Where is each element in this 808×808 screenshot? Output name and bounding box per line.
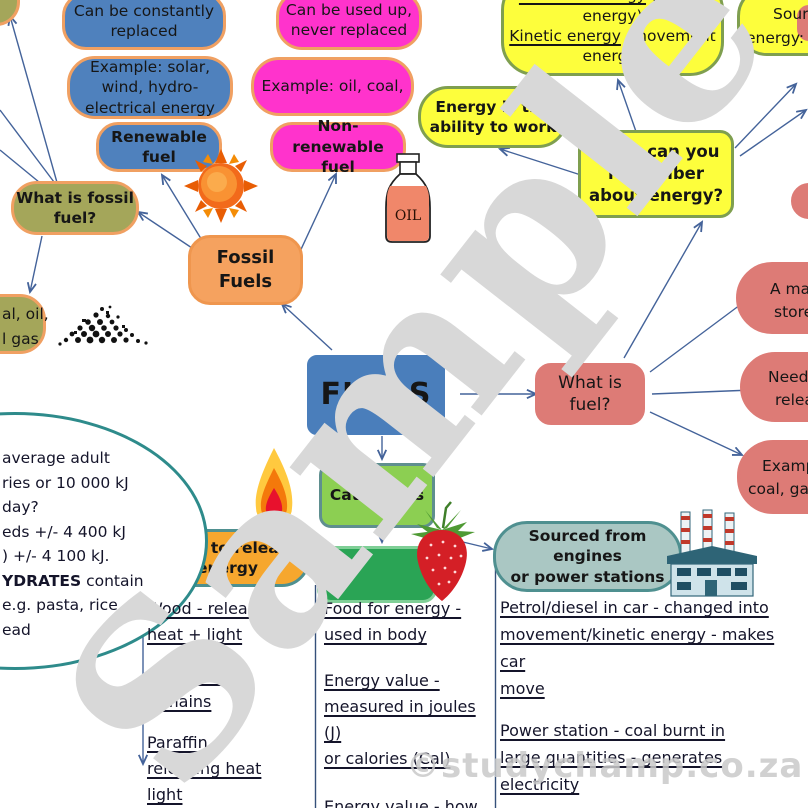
petrol-paragraph: Petrol/diesel in car - changed into move… — [500, 598, 775, 698]
node-fuels: FUELS — [307, 355, 445, 435]
oil-bottle-label: OIL — [395, 208, 421, 224]
node-example-coal-gas-fragment — [737, 440, 808, 514]
coal-oil-line2: l gas — [2, 330, 39, 348]
calorie-line7: e.g. pasta, rice, — [2, 596, 123, 614]
node-categories: Categories — [319, 463, 435, 528]
source-fragment-line1: Sourc — [773, 5, 808, 23]
potential-energy-rest: (stored — [646, 0, 706, 4]
energy-types-line2: energy) — [582, 6, 643, 25]
engine-column: Petrol/diesel in car - changed into move… — [500, 594, 790, 808]
power-station-icon — [667, 509, 757, 597]
sun-icon — [184, 149, 258, 223]
carbohydrates-term: YDRATES — [2, 571, 82, 590]
potential-energy-term: Potential Energy — [519, 0, 646, 4]
calorie-circle-text: average adult ries or 10 000 kJ day? eds… — [2, 446, 144, 642]
source-fragment-line2: energy: s — [746, 29, 808, 47]
strawberry-icon — [411, 501, 475, 601]
node-nonrenewable-example: Example: oil, coal, — [251, 57, 414, 116]
kinetic-energy-rest: (movement — [620, 27, 716, 45]
node-needs-fragment — [740, 352, 808, 422]
energy-value-worth-underlined: Energy value - how much energy that — [324, 797, 478, 808]
node-renewable-example: Example: solar, wind, hydro- electrical … — [67, 56, 233, 119]
node-fragment-top-right — [797, 5, 808, 41]
calorie-line6: YDRATES contain — [2, 569, 144, 594]
energy-types-line4: energy) — [582, 47, 643, 66]
node-what-is-fuel: What is fuel? — [535, 363, 645, 425]
node-energy-ability: Energy is the ability to work — [418, 86, 568, 148]
energy-value-worth-paragraph: Energy value - how much energy that food… — [324, 794, 494, 808]
calorie-line4: eds +/- 4 400 kJ — [2, 522, 126, 541]
energy-types-line3: Kinetic energy (movement — [504, 26, 721, 46]
wood-paragraph: Wood - releasing heat + light — [147, 599, 281, 644]
node-coal-oil-gas-fragment — [0, 294, 46, 354]
node-source-of-energy-fragment — [737, 0, 808, 56]
energy-types-line1: Potential Energy (stored — [504, 0, 721, 6]
kinetic-energy-term: Kinetic energy — [509, 27, 621, 45]
food-energy-paragraph: Food for energy - used in body — [324, 599, 462, 644]
example-line1: Examp — [762, 457, 808, 475]
a-material-line1: A mat — [770, 280, 808, 298]
power-station-paragraph: Power station - coal burnt in large quan… — [500, 721, 726, 794]
node-sourced-from: Sourced from engines or power stations — [493, 521, 682, 592]
energy-value-units-paragraph: Energy value - measured in joules (J) or… — [324, 671, 476, 768]
node-energy-types: Potential Energy (stored energy) Kinetic… — [501, 0, 724, 76]
calorie-line3: day? — [2, 498, 39, 516]
paraffin-paragraph: Paraffin - releasing heat light — [147, 733, 262, 804]
carbohydrates-rest: contain — [81, 571, 144, 590]
wood-column: Wood - releasing heat + light Coal - fos… — [147, 596, 313, 808]
node-what-can-you-remember: What can you remember about energy? — [578, 130, 734, 218]
coal-oil-line1: al, oil, — [2, 305, 49, 323]
calorie-line1: average adult — [2, 449, 110, 467]
needs-line1: Needs — [768, 368, 808, 386]
coal-pile-icon — [58, 305, 148, 346]
node-nonrenewable-fuel: Non-renewable fuel — [270, 117, 406, 176]
calorie-line8: ead — [2, 620, 31, 639]
needs-line2: relea — [775, 391, 808, 409]
calorie-line5: ) +/- 4 100 kJ. — [2, 547, 110, 565]
coal-paragraph: Coal - fossil remains — [147, 666, 240, 711]
food-column: Food for energy - used in body Energy va… — [324, 596, 494, 808]
calorie-line2: ries or 10 000 kJ — [2, 473, 129, 492]
node-nonrenewable-trait: Can be used up, never replaced — [276, 0, 422, 50]
node-renewable-trait: Can be constantly replaced — [62, 0, 226, 50]
oil-bottle-icon: OIL — [385, 153, 431, 243]
flame-icon — [255, 448, 293, 525]
node-what-is-fossil-fuel: What is fossil fuel? — [11, 181, 139, 235]
example-line2: coal, ga — [748, 480, 808, 498]
node-fossil-fuels: Fossil Fuels — [188, 235, 303, 305]
